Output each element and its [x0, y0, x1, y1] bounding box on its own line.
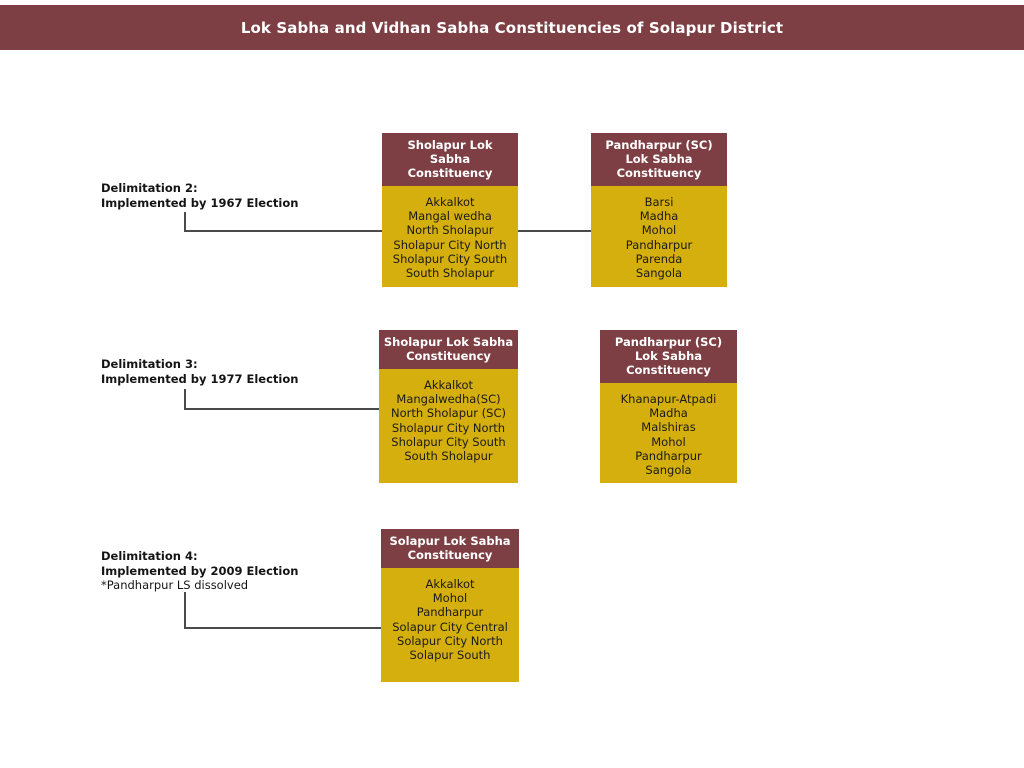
box-header-line1: Pandharpur (SC)	[614, 335, 723, 349]
list-item: Mangalwedha(SC)	[396, 392, 501, 407]
list-item: Solapur City Central	[392, 619, 508, 634]
list-item: Sholapur City North	[393, 237, 507, 252]
connector-vertical-row-3	[184, 592, 186, 628]
connector-horizontal-row-2	[184, 408, 380, 410]
box-body-row1-pandharpur: Barsi Madha Mohol Pandharpur Parenda San…	[591, 186, 727, 280]
list-item: Khanapur-Atpadi	[620, 392, 717, 406]
list-item: Malshiras	[641, 420, 696, 435]
row-label-line1: Delimitation 3:	[101, 357, 198, 371]
box-header-row1-pandharpur: Pandharpur (SC) Lok Sabha Constituency	[591, 133, 727, 186]
list-item: Sholapur City South	[391, 434, 506, 449]
box-header-row2-sholapur: Sholapur Lok Sabha Constituency	[379, 330, 518, 369]
list-item: South Sholapur	[404, 449, 493, 464]
list-item: Mohol	[432, 591, 468, 606]
box-header-line2: Constituency	[407, 166, 493, 180]
box-header-line2: Constituency	[406, 349, 491, 363]
box-body-row1-sholapur: Akkalkot Mangal wedha North Sholapur Sho…	[382, 186, 518, 280]
list-item: Sangola	[635, 266, 683, 281]
list-item: Mohol	[641, 223, 677, 238]
box-header-row2-pandharpur: Pandharpur (SC) Lok Sabha Constituency	[600, 330, 737, 383]
box-header-line2: Lok Sabha Constituency	[626, 349, 711, 377]
list-item: Sholapur City South	[392, 251, 508, 266]
box-header-row1-sholapur: Sholapur Lok Sabha Constituency	[382, 133, 518, 186]
row-label-line2: Implemented by 1977 Election	[101, 371, 299, 386]
list-item: Mohol	[651, 434, 686, 449]
list-item: Madha	[639, 209, 679, 224]
row-label-delimitation-4: Delimitation 4: Implemented by 2009 Elec…	[101, 549, 298, 593]
list-item: Akkalkot	[425, 195, 475, 209]
row-label-line2: Implemented by 2009 Election	[101, 563, 299, 578]
box-header-line1: Sholapur Lok Sabha	[383, 335, 514, 349]
list-item: Akkalkot	[423, 378, 474, 392]
row-label-line1: Delimitation 4:	[101, 549, 198, 563]
box-header-line1: Pandharpur (SC)	[605, 138, 713, 152]
list-item: Madha	[649, 406, 688, 421]
constituency-box-row2-sholapur: Sholapur Lok Sabha Constituency Akkalkot…	[379, 330, 518, 483]
list-item: Solapur South	[409, 648, 491, 663]
list-item: Barsi	[644, 195, 674, 209]
constituency-box-row1-pandharpur: Pandharpur (SC) Lok Sabha Constituency B…	[591, 133, 727, 287]
list-item: Mangal wedha	[408, 209, 492, 224]
list-item: Pandharpur	[625, 237, 693, 252]
box-body-row3-solapur: Akkalkot Mohol Pandharpur Solapur City C…	[381, 568, 519, 662]
row-label-line1: Delimitation 2:	[101, 181, 198, 195]
connector-horizontal-row-3	[184, 627, 382, 629]
list-item: Pandharpur	[635, 448, 702, 463]
constituency-box-row2-pandharpur: Pandharpur (SC) Lok Sabha Constituency K…	[600, 330, 737, 483]
box-header-line1: Solapur Lok Sabha	[389, 534, 511, 548]
connector-vertical-row-2	[184, 389, 186, 409]
row-label-delimitation-2: Delimitation 2: Implemented by 1967 Elec…	[101, 181, 298, 210]
connector-vertical-row-1	[184, 212, 186, 231]
list-item: North Sholapur	[406, 223, 494, 238]
list-item: Pandharpur	[416, 605, 484, 620]
page-title-band: Lok Sabha and Vidhan Sabha Constituencie…	[0, 5, 1024, 50]
box-header-row3-solapur: Solapur Lok Sabha Constituency	[381, 529, 519, 568]
box-header-line2: Lok Sabha Constituency	[616, 152, 702, 180]
list-item: North Sholapur (SC)	[391, 406, 506, 421]
row-label-delimitation-3: Delimitation 3: Implemented by 1977 Elec…	[101, 357, 298, 386]
list-item: South Sholapur	[405, 266, 495, 281]
box-body-row2-sholapur: Akkalkot Mangalwedha(SC) North Sholapur …	[379, 369, 518, 463]
row-label-line2: Implemented by 1967 Election	[101, 195, 299, 210]
page-title: Lok Sabha and Vidhan Sabha Constituencie…	[240, 18, 784, 37]
list-item: Sangola	[645, 463, 692, 478]
box-header-line2: Constituency	[407, 548, 493, 562]
constituency-box-row3-solapur: Solapur Lok Sabha Constituency Akkalkot …	[381, 529, 519, 682]
list-item: Sholapur City North	[391, 420, 506, 435]
row-label-note: *Pandharpur LS dissolved	[101, 578, 249, 592]
constituency-box-row1-sholapur: Sholapur Lok Sabha Constituency Akkalkot…	[382, 133, 518, 287]
list-item: Solapur City North	[397, 633, 503, 648]
box-header-line1: Sholapur Lok Sabha	[407, 138, 493, 166]
list-item: Akkalkot	[425, 577, 475, 591]
list-item: Parenda	[635, 251, 683, 266]
box-body-row2-pandharpur: Khanapur-Atpadi Madha Malshiras Mohol Pa…	[600, 383, 737, 477]
